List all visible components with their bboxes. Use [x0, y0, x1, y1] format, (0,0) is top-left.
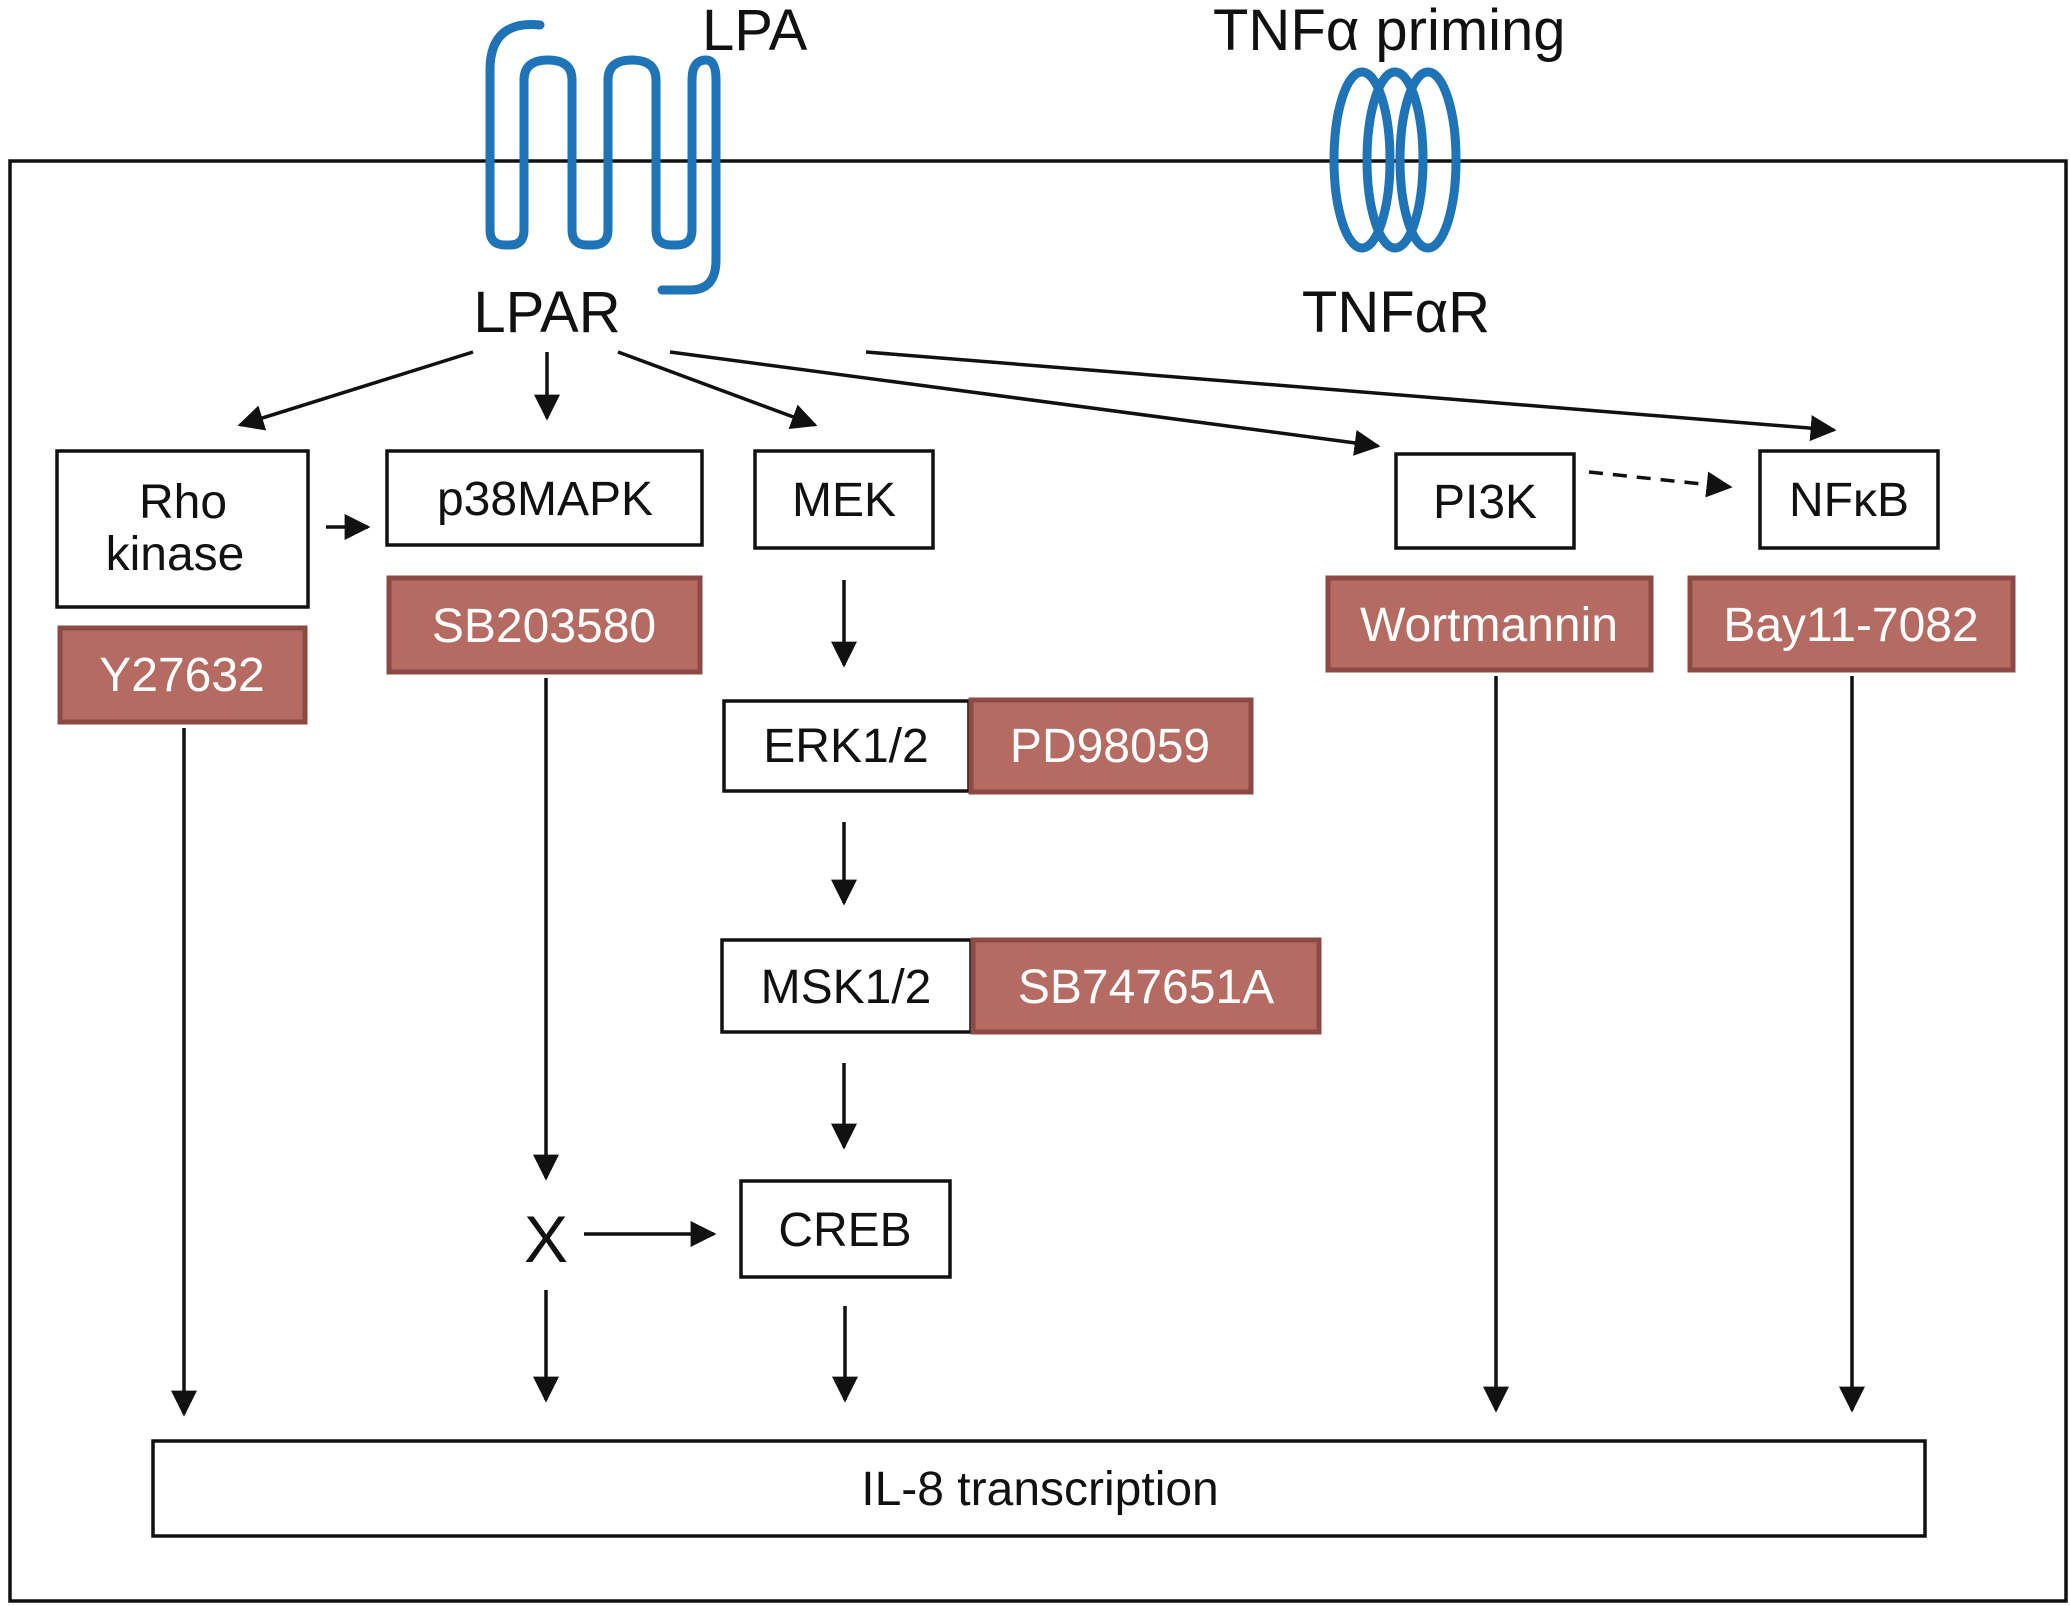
erk-label: ERK1/2 [763, 720, 928, 773]
wortmannin-inhibitor-box [1325, 575, 1654, 673]
tnfar-label: TNFαR [1302, 280, 1490, 345]
arrow-to-nfkb [865, 350, 1837, 442]
creb-label: CREB [778, 1204, 911, 1257]
arrow-lpar-rho [237, 350, 474, 431]
mek-label: MEK [792, 474, 896, 527]
mek-box [753, 449, 935, 550]
pd98059-label: PD98059 [1010, 720, 1210, 773]
rho-kinase-box [55, 449, 310, 609]
rho-kinase-label-line1: Rho [139, 476, 227, 529]
lpar-receptor-icon [485, 20, 721, 295]
p38mapk-label: p38MAPK [437, 473, 653, 526]
nfkb-box [1758, 449, 1940, 550]
il8-transcription-box [151, 1439, 1927, 1538]
arrow-pi3k-nfkb-dashed [1588, 470, 1733, 498]
nfkb-label: NFκB [1789, 474, 1909, 527]
y27632-inhibitor-box [57, 625, 308, 725]
x-intermediate-label: X [524, 1202, 568, 1276]
y27632-label: Y27632 [99, 649, 265, 702]
pi3k-box [1394, 452, 1576, 550]
wortmannin-label: Wortmannin [1360, 599, 1618, 652]
sb203580-label: SB203580 [432, 600, 656, 653]
lpa-label: LPA [702, 0, 808, 63]
bay11-7082-label: Bay11-7082 [1723, 599, 1978, 652]
bay11-7082-inhibitor-box [1687, 575, 2016, 673]
arrow-lpar-mek [617, 350, 818, 430]
lpar-label: LPAR [473, 280, 620, 345]
cell-boundary [8, 159, 2068, 1603]
p38mapk-box [385, 449, 704, 547]
creb-box [739, 1179, 952, 1279]
tnfa-priming-label: TNFα priming [1213, 0, 1566, 63]
pi3k-label: PI3K [1433, 476, 1537, 529]
sb203580-inhibitor-box [386, 575, 703, 675]
sb747651a-inhibitor-box [970, 937, 1322, 1035]
il8-transcription-label: IL-8 transcription [861, 1463, 1219, 1516]
sb747651a-label: SB747651A [1018, 961, 1274, 1014]
tnfar-receptor-icon [1329, 67, 1461, 253]
msk-label: MSK1/2 [761, 961, 932, 1014]
arrow-lpar-pi3k [669, 350, 1381, 456]
pd98059-inhibitor-box [968, 697, 1254, 795]
rho-kinase-label-line2: kinase [106, 528, 245, 581]
